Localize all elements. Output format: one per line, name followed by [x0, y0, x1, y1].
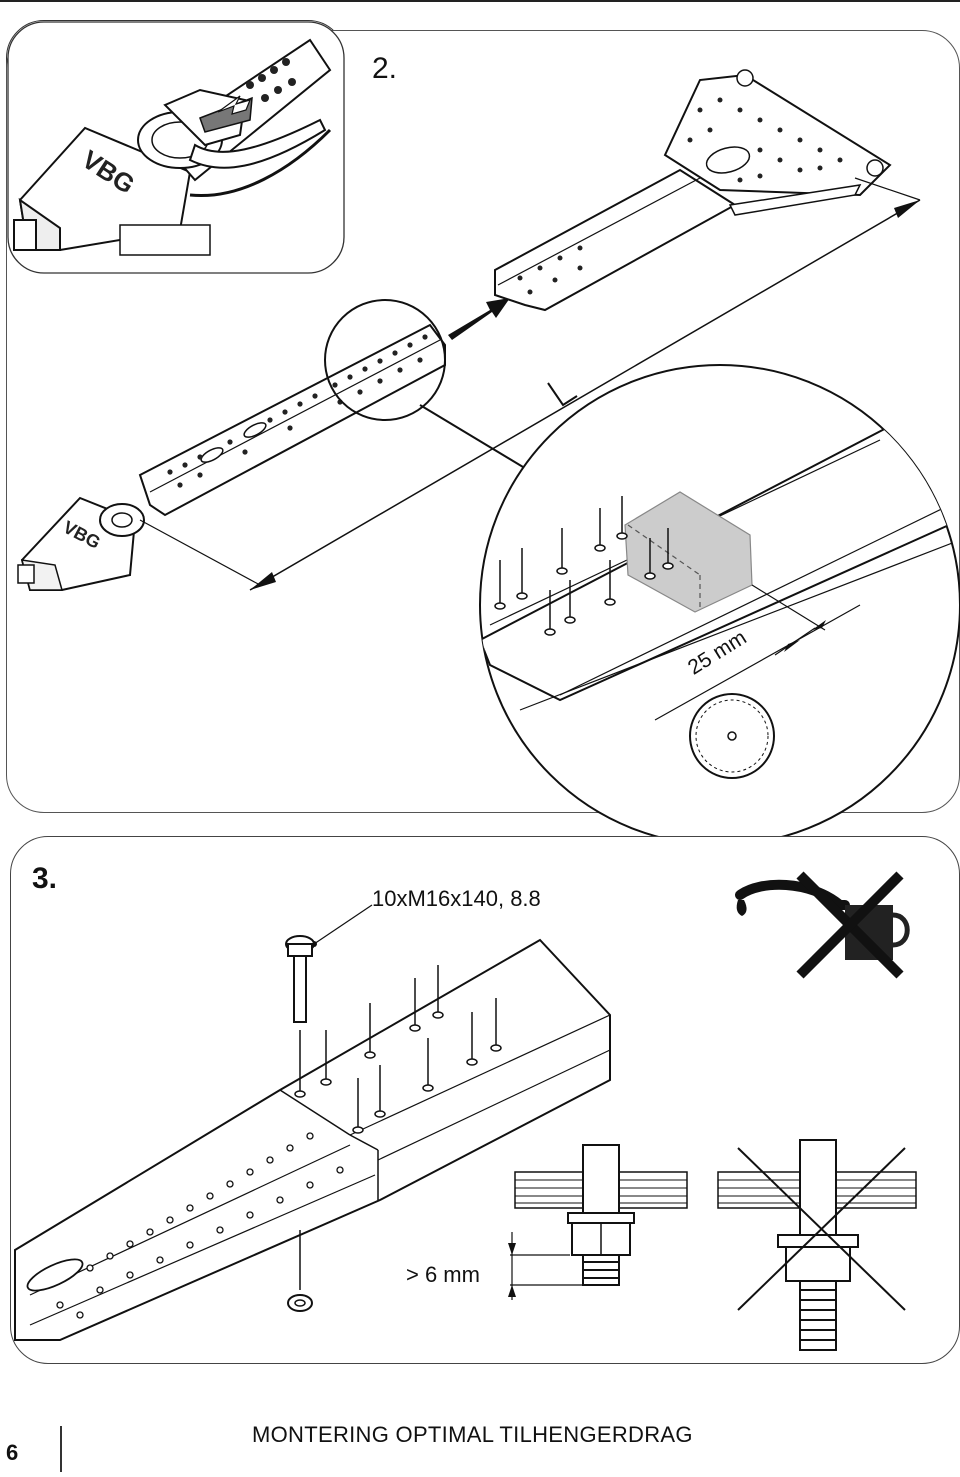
insert-arrow: [448, 298, 510, 340]
footer-divider: [60, 1426, 62, 1472]
step3-number: 3.: [32, 862, 58, 895]
nut-icon: [287, 1294, 313, 1312]
correct-nut-detail: [508, 1144, 688, 1300]
bolt-spec-label: 10xM16x140, 8.8: [372, 886, 541, 911]
hitch-bracket: VBG: [17, 496, 145, 591]
step2-number: 2.: [372, 52, 398, 85]
page-number: 6: [6, 1440, 19, 1465]
assembled-beam: [14, 938, 611, 1341]
dimension-L-line: [139, 177, 921, 591]
no-grease-icon: [735, 871, 910, 979]
saw-blade-icon: [689, 693, 775, 779]
thread-protrusion-label: > 6 mm: [406, 1262, 480, 1287]
bolt-icon: [285, 935, 315, 1023]
top-rule: [0, 0, 960, 2]
incorrect-nut-detail: [717, 1139, 917, 1351]
outer-drawbar: [494, 69, 892, 312]
footer-title: MONTERING OPTIMAL TILHENGERDRAG: [252, 1422, 693, 1447]
